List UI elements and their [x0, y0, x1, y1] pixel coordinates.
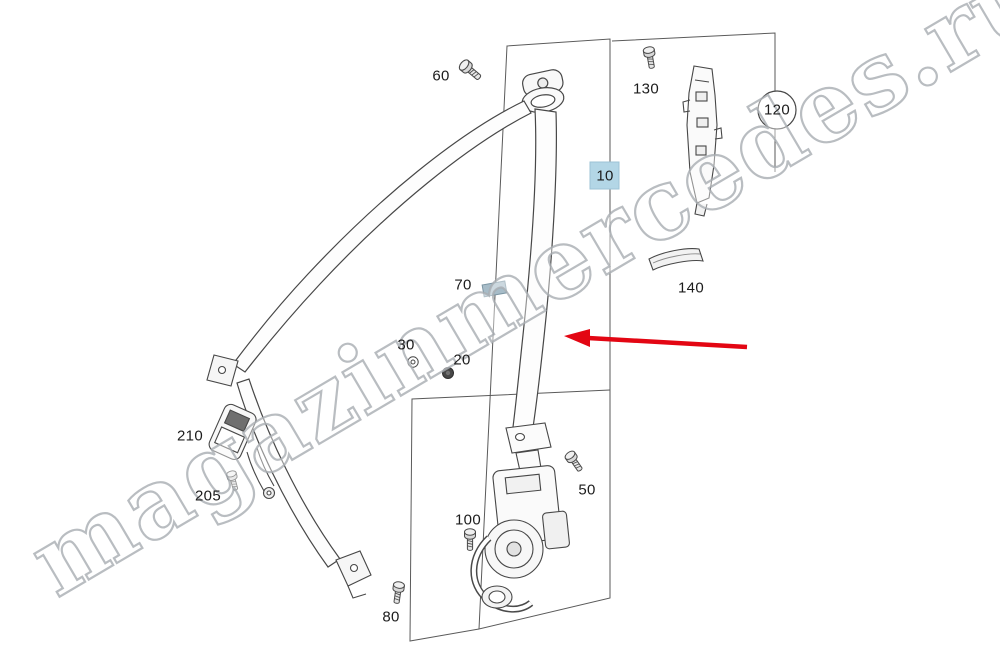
part-label-10: 10 [596, 167, 614, 185]
belt-guide-part [648, 248, 704, 271]
part-label-210: 210 [177, 427, 203, 445]
bolt-part-50 [563, 448, 586, 474]
washer-part-30 [407, 356, 419, 368]
retractor-assembly [470, 422, 570, 613]
part-label-60: 60 [432, 67, 450, 85]
bolt-part-205 [225, 469, 241, 492]
belt-end-fitting [206, 354, 239, 387]
cap-part-20 [442, 367, 454, 379]
bolt-part-80 [390, 580, 406, 605]
part-label-205: 205 [195, 487, 221, 505]
part-label-100: 100 [455, 511, 481, 529]
bolt-part-130 [642, 45, 658, 70]
part-label-140: 140 [678, 279, 704, 297]
part-label-80: 80 [382, 608, 400, 626]
bolt-part-100 [464, 528, 476, 551]
bolt-part-60 [456, 57, 485, 84]
belt-lower-anchor [335, 550, 372, 599]
top-anchor-fitting [521, 69, 565, 113]
part-label-50: 50 [578, 481, 596, 499]
panel-outlines [409, 32, 776, 642]
part-label-70: 70 [454, 276, 472, 294]
part-label-30: 30 [397, 336, 415, 354]
part-label-20: 20 [453, 351, 471, 369]
pillar-trim-part [682, 65, 723, 217]
part-label-120: 120 [764, 101, 790, 119]
callout-circle-120 [757, 90, 797, 130]
highlight-box-10 [589, 161, 620, 190]
lap-belt-upper-webbing [232, 100, 532, 373]
buckle-assembly [208, 403, 276, 500]
spacer-part-70 [481, 280, 508, 298]
lap-belt-lower-webbing [236, 378, 341, 568]
shoulder-belt-webbing [510, 108, 557, 447]
part-label-130: 130 [633, 80, 659, 98]
